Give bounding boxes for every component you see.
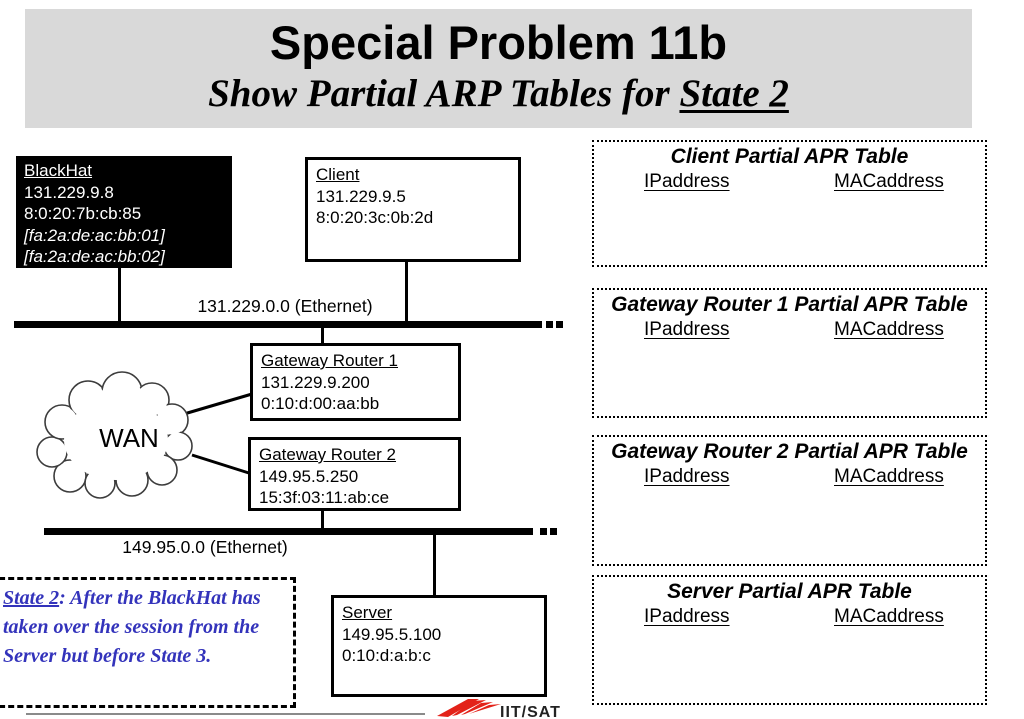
state-note-line2: taken over the session from the	[3, 616, 260, 638]
footer-divider	[26, 713, 425, 715]
node-mac: 0:10:d:a:b:c	[342, 646, 431, 665]
node-name: Server	[342, 603, 393, 622]
arp-table-header-row: IPaddress MACaddress	[594, 466, 985, 492]
node-name: Client	[316, 165, 360, 184]
logo-text: IIT/SAT	[500, 704, 561, 719]
col-header-ip: IPaddress	[644, 466, 730, 487]
arp-table-title: Client Partial APR Table	[670, 145, 909, 168]
arp-table-server: Server Partial APR Table IPaddress MACad…	[592, 575, 987, 705]
arp-table-header-row: IPaddress MACaddress	[594, 319, 985, 345]
bus2-continuation-dot	[550, 528, 557, 535]
node-server: Server 149.95.5.100 0:10:d:a:b:c	[331, 595, 547, 697]
arp-table-header-row: IPaddress MACaddress	[594, 606, 985, 632]
node-mac: 0:10:d:00:aa:bb	[261, 394, 380, 413]
node-gateway-router-1: Gateway Router 1 131.229.9.200 0:10:d:00…	[250, 343, 461, 421]
node-name: Gateway Router 2	[259, 445, 397, 464]
node-ip: 131.229.9.8	[24, 182, 114, 202]
connector-client-bus1	[405, 262, 408, 322]
ethernet-bus-2	[44, 528, 533, 535]
node-ip: 149.95.5.250	[259, 466, 359, 486]
node-gateway-router-2: Gateway Router 2 149.95.5.250 15:3f:03:1…	[248, 437, 461, 511]
state-note-line1: State 2: After the BlackHat has	[3, 587, 261, 609]
node-spoofed-mac-2: [fa:2a:de:ac:bb:02]	[24, 247, 165, 266]
node-name: BlackHat	[24, 161, 93, 180]
col-header-ip: IPaddress	[644, 319, 730, 340]
bus1-continuation-dot	[546, 321, 553, 328]
arp-table-gateway-router-2: Gateway Router 2 Partial APR Table IPadd…	[592, 435, 987, 566]
col-header-mac: MACaddress	[834, 319, 944, 340]
arp-table-title: Gateway Router 2 Partial APR Table	[611, 440, 968, 463]
page-title: Special Problem 11b	[269, 16, 728, 69]
ethernet-bus-1	[14, 321, 542, 328]
connector-gr2-bus2	[321, 509, 324, 529]
ethernet2-label: 149.95.0.0 (Ethernet)	[122, 537, 288, 557]
bus1-continuation-dot	[556, 321, 563, 328]
arp-table-client: Client Partial APR Table IPaddress MACad…	[592, 140, 987, 267]
iit-sat-logo	[437, 699, 501, 717]
node-mac: 8:0:20:7b:cb:85	[24, 204, 142, 223]
subtitle-state-emphasis: State 2	[679, 72, 789, 115]
col-header-ip: IPaddress	[644, 171, 730, 192]
node-ip: 149.95.5.100	[342, 624, 442, 644]
arp-table-title: Server Partial APR Table	[667, 580, 912, 603]
ethernet1-label: 131.229.0.0 (Ethernet)	[197, 296, 373, 316]
arp-table-gateway-router-1: Gateway Router 1 Partial APR Table IPadd…	[592, 288, 987, 418]
col-header-ip: IPaddress	[644, 606, 730, 627]
node-ip: 131.229.9.5	[316, 186, 406, 206]
connector-bus2-server	[433, 533, 436, 596]
col-header-mac: MACaddress	[834, 171, 944, 192]
col-header-mac: MACaddress	[834, 466, 944, 487]
subtitle-prefix: Show Partial ARP Tables for	[208, 72, 680, 115]
link-wan-gr1	[183, 392, 253, 416]
bus2-continuation-dot	[540, 528, 547, 535]
node-client: Client 131.229.9.5 8:0:20:3c:0b:2d	[305, 157, 521, 262]
state-note-emphasis: State 2	[3, 587, 60, 609]
link-wan-gr2	[191, 453, 253, 476]
arp-table-title: Gateway Router 1 Partial APR Table	[611, 293, 968, 316]
slide-title-banner: Special Problem 11b Show Partial ARP Tab…	[25, 9, 972, 128]
node-mac: 8:0:20:3c:0b:2d	[316, 208, 434, 227]
wan-label: WAN	[99, 423, 159, 453]
node-name: Gateway Router 1	[261, 351, 399, 370]
node-spoofed-mac-1: [fa:2a:de:ac:bb:01]	[24, 225, 165, 245]
page-subtitle: Show Partial ARP Tables for State 2	[25, 71, 972, 117]
arp-table-header-row: IPaddress MACaddress	[594, 171, 985, 197]
connector-blackhat-bus1	[118, 268, 121, 322]
col-header-mac: MACaddress	[834, 606, 944, 627]
state-note: State 2: After the BlackHat has taken ov…	[0, 577, 296, 708]
connector-bus1-gr1	[321, 326, 324, 344]
node-ip: 131.229.9.200	[261, 372, 370, 392]
node-mac: 15:3f:03:11:ab:ce	[259, 488, 390, 507]
state-note-line3: Server but before State 3.	[3, 645, 212, 667]
node-blackhat: BlackHat 131.229.9.8 8:0:20:7b:cb:85 [fa…	[16, 156, 232, 268]
